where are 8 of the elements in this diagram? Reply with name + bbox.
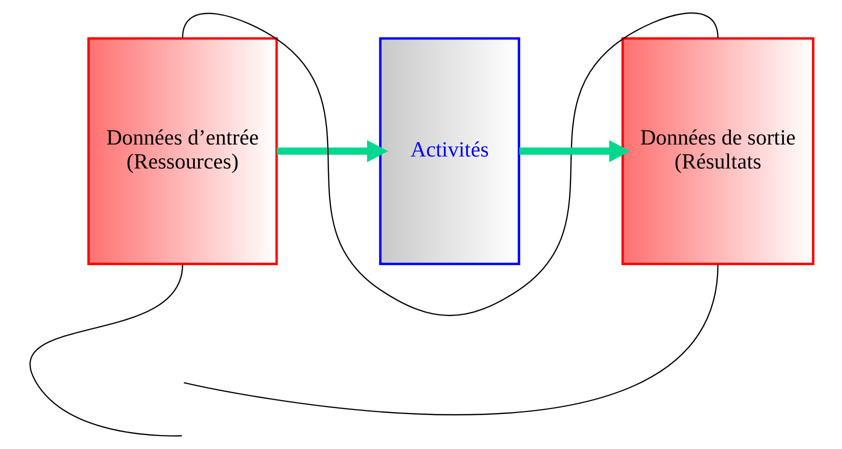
- arrow: [518, 140, 630, 162]
- node-box: Activités: [378, 37, 520, 266]
- node-box: Données d’entrée (Ressources): [86, 37, 278, 266]
- node-box: Données de sortie (Résultats: [620, 37, 814, 266]
- connector: [29, 264, 183, 436]
- connector: [183, 264, 718, 416]
- arrow: [276, 140, 388, 162]
- connector: [181, 12, 718, 316]
